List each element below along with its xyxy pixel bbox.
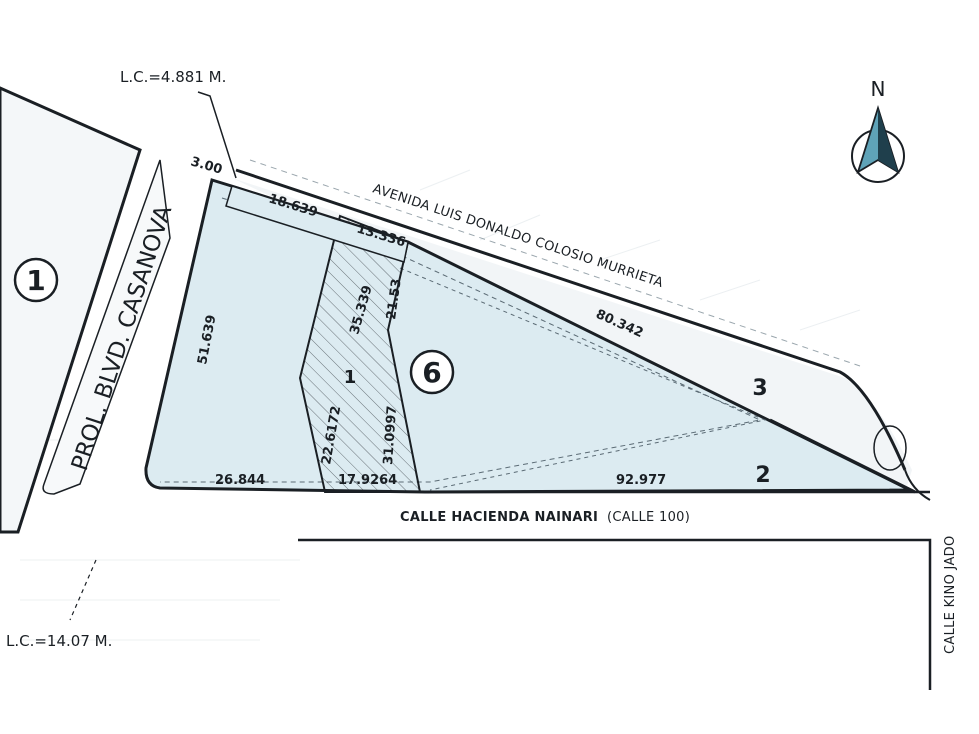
roundabout (873, 425, 907, 471)
lot-6-boundary[interactable] (144, 178, 911, 494)
dim-92-977: 92.977 (616, 473, 666, 488)
leader-bottom (69, 559, 97, 621)
dim-26-844: 26.844 (215, 473, 265, 488)
hacienda-edge-bottom (298, 538, 932, 690)
right-corner (904, 469, 931, 501)
dim-21-53: 21.53 (384, 278, 405, 321)
casanova-median (42, 159, 171, 495)
north-arrow-icon (851, 104, 905, 183)
lot-3-label: 3 (752, 376, 767, 401)
lot-2-label: 2 (755, 463, 770, 488)
lot-1-label: 1 (26, 264, 45, 297)
front-strip (225, 185, 409, 263)
dim-17-9264: 17.9264 (338, 473, 397, 488)
hacienda-label: CALLE HACIENDA NAINARI (CALLE 100) (400, 510, 690, 525)
dim-3-00: 3.00 (189, 154, 224, 177)
hacienda-label-suffix: (CALLE 100) (607, 510, 690, 525)
lot-6-triangle (399, 267, 767, 491)
hacienda-label-main: CALLE HACIENDA NAINARI (400, 510, 598, 525)
lc-bottom-note: L.C.=14.07 M. (6, 632, 112, 650)
lot-1-badge (13, 257, 59, 303)
dim-31-0997: 31.0997 (381, 405, 400, 465)
avenida-edge (235, 168, 907, 471)
lc-top-note: L.C.=4.881 M. (120, 68, 226, 86)
lot-1-boundary[interactable] (0, 86, 142, 534)
sub-lot-1-label: 1 (344, 367, 357, 388)
compass-label: N (871, 77, 886, 101)
kino-label: CALLE KINO JADO (943, 536, 958, 655)
lot-3-line (769, 418, 916, 494)
leader-top (197, 91, 237, 179)
lot-6-badge (409, 349, 455, 395)
lot-6-label: 6 (422, 356, 441, 389)
avenida-centerline (249, 159, 861, 367)
